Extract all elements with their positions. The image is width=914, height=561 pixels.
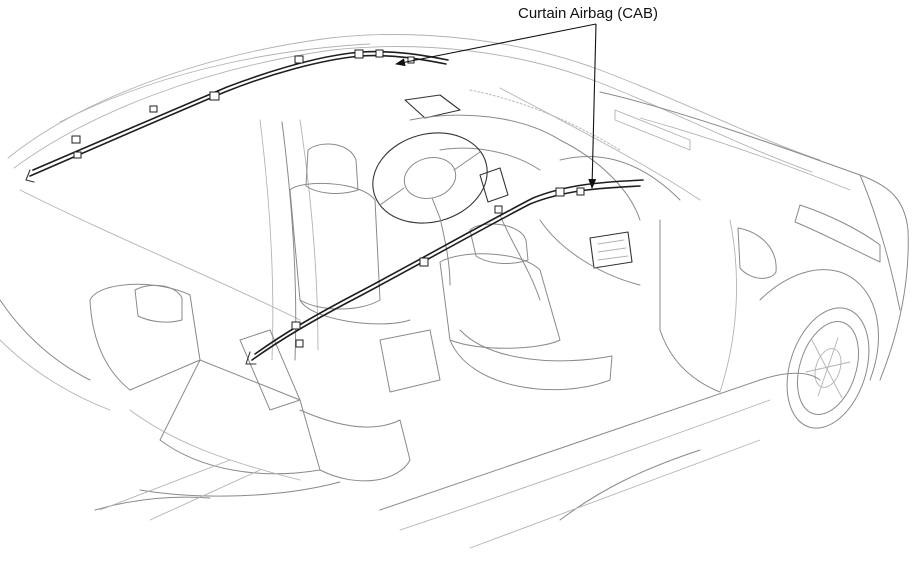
- dashboard: [404, 89, 691, 301]
- car-body-outline: [0, 34, 909, 549]
- callout-label: Curtain Airbag (CAB): [518, 5, 659, 22]
- steering-wheel: [372, 132, 488, 286]
- curtain-airbag-left: [25, 49, 449, 183]
- leader-line-right: [588, 23, 597, 189]
- rear-seat: [89, 283, 411, 521]
- curtain-airbag-right: [245, 179, 644, 365]
- front-seats: [289, 143, 613, 393]
- leader-line-left: [395, 23, 597, 67]
